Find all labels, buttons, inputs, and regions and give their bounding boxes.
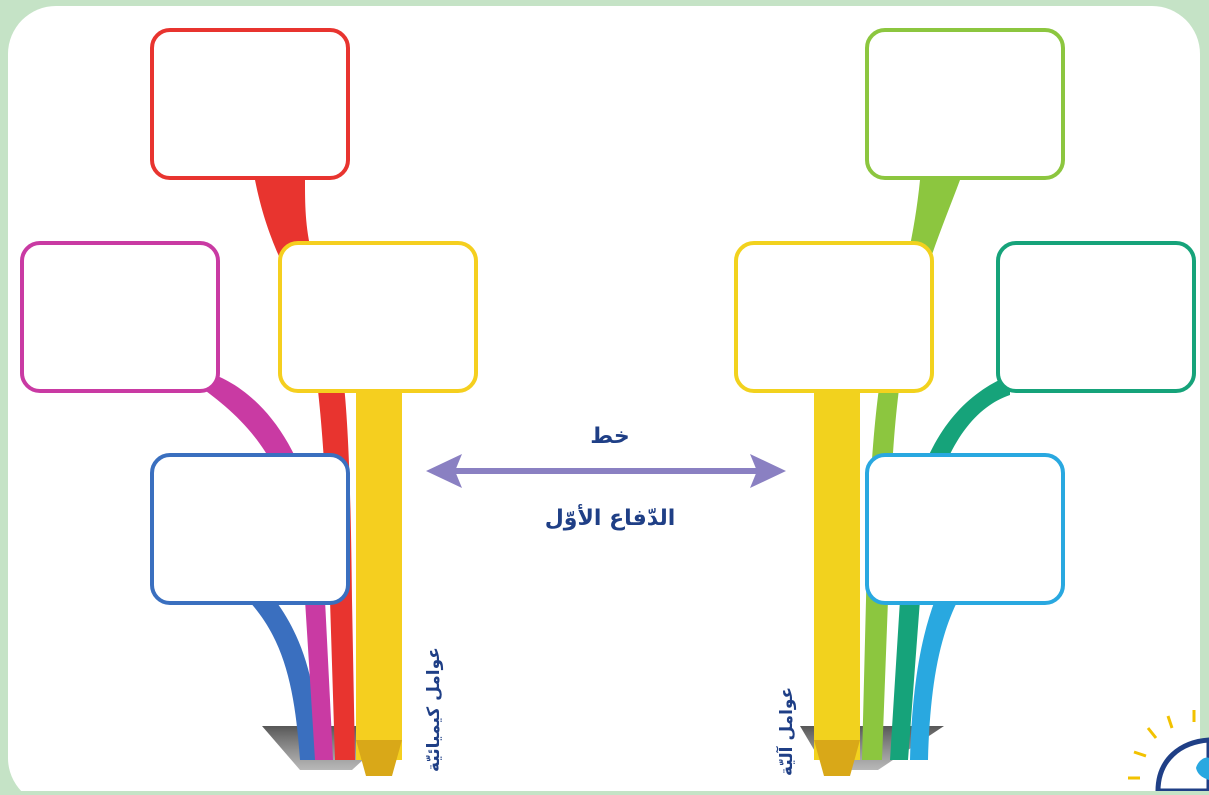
right-ribbon-yellow [814,390,860,760]
left-ribbon-yellow [356,390,402,760]
right-ribbon-yellow-tip [814,740,860,776]
center-label-bottom: الدّفاع الأوّل [544,506,676,531]
right-box-cyan [865,453,1065,605]
right-box-green [865,28,1065,180]
left-box-yellow [278,241,478,393]
center-label-top: خط [590,424,630,449]
left-tree-label: عوامل كيميائيّة [424,647,444,772]
left-box-blue [150,453,350,605]
left-box-red [150,28,350,180]
left-box-magenta [20,241,220,393]
right-ribbon-green [862,180,960,760]
left-ribbon-blue [248,600,320,760]
right-box-yellow [734,241,934,393]
right-tree [734,28,1196,776]
arrow-head-right [750,454,786,488]
arrow-head-left [426,454,462,488]
left-tree [20,28,478,776]
right-ribbon-cyan [910,600,958,760]
right-box-teal [996,241,1196,393]
left-ribbon-yellow-tip [356,740,402,776]
right-tree-label: عوامل آليّة [777,686,797,776]
